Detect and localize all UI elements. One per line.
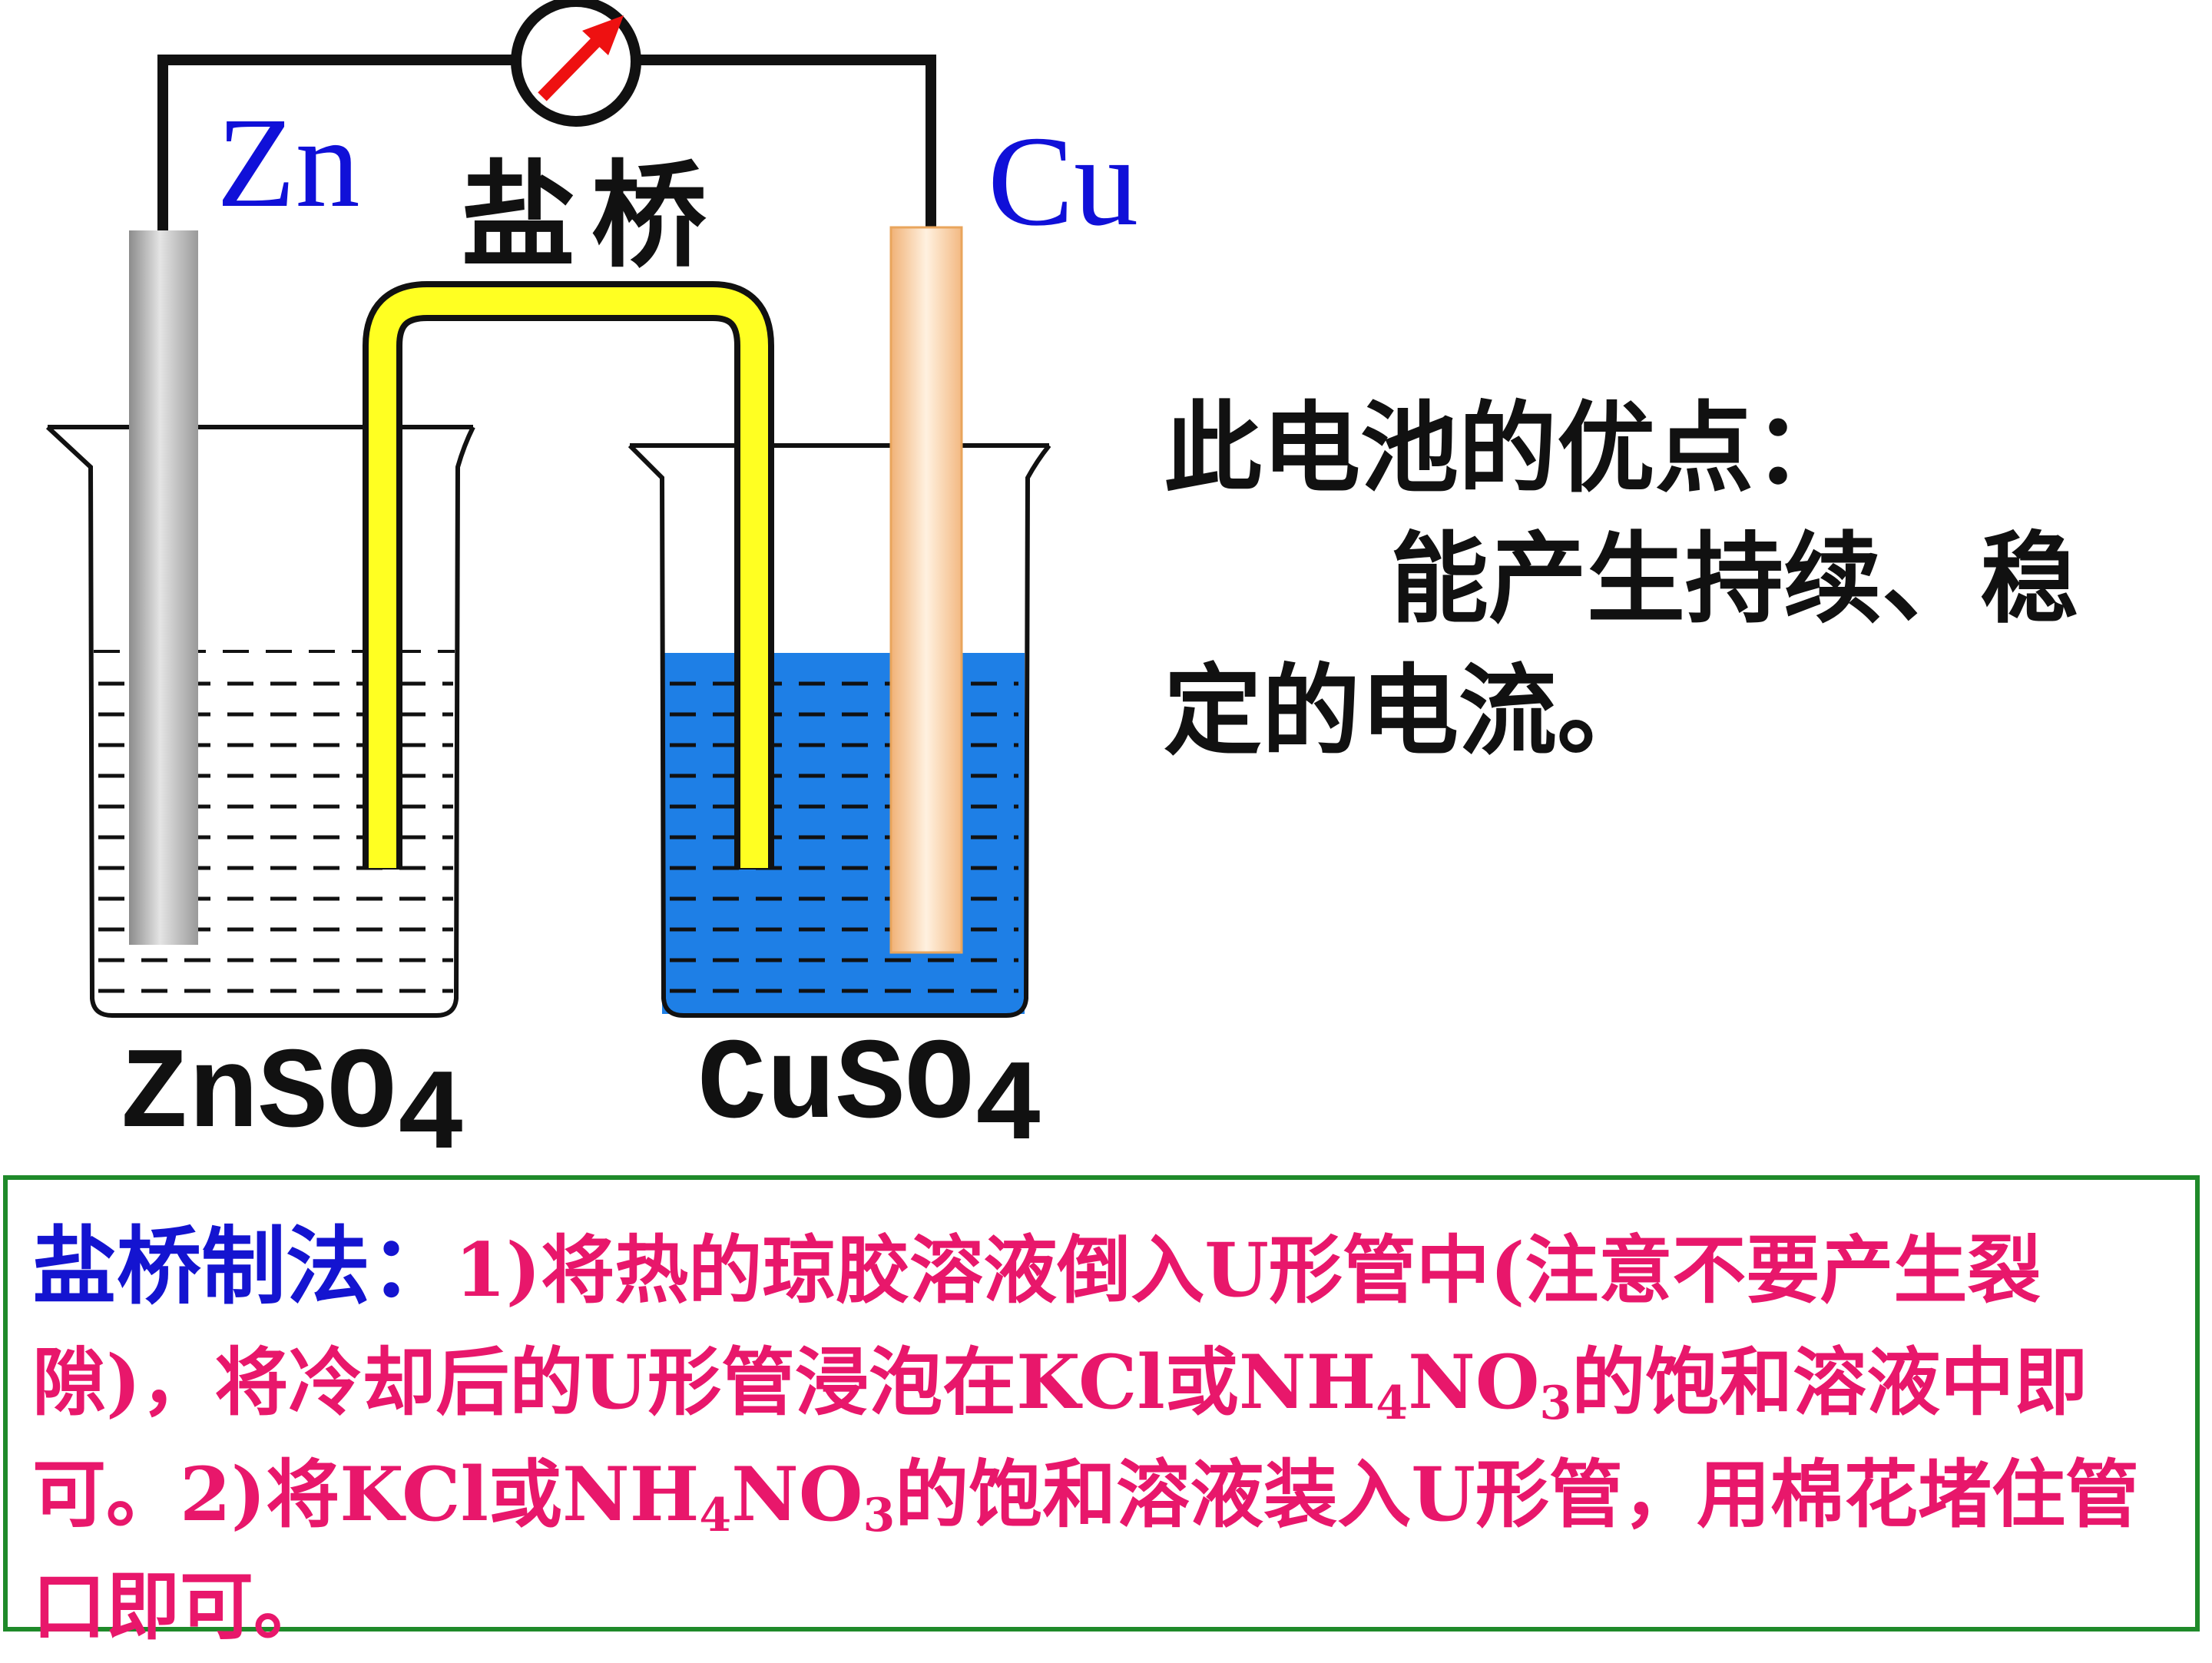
zinc-electrode (129, 230, 198, 945)
external-wire (157, 55, 936, 253)
copper-electrode-edge (889, 226, 963, 954)
salt-bridge-method-box: 盐桥制法：1)将热的琼胶溶液倒入U形管中(注意不要产生裂隙)，将冷却后的U形管浸… (3, 1175, 2200, 1650)
method-sub-1: 4 (1376, 1376, 1409, 1430)
cu-label: Cu (988, 110, 1139, 253)
left-beaker (45, 425, 475, 1018)
salt-bridge-label: 盐桥 (461, 148, 723, 283)
method-text-1: 1)将热的琼胶溶液倒入U形管中(注意不要产生裂隙)，将冷却后的U形管浸泡在KCl… (32, 1227, 2041, 1426)
cuso4-subscript: 4 (974, 1043, 1044, 1174)
advantages-title: 此电池的优点： (1164, 391, 1853, 506)
advantages-line-1: 能产生持续、稳 (1390, 522, 2079, 637)
cuso4-text: CuSO (697, 1022, 975, 1152)
advantages-line-2: 定的电流。 (1164, 654, 1656, 769)
galvanic-cell-diagram: Zn Cu 盐桥 ZnSO4 CuSO4 (45, 0, 1139, 1175)
zn-label: Zn (217, 91, 360, 234)
right-beaker (628, 443, 1051, 1018)
znso4-label: ZnSO4 (120, 1039, 465, 1175)
salt-bridge-tube (363, 281, 774, 870)
znso4-text: ZnSO (120, 1031, 397, 1161)
method-text-3: 的饱和溶液中即可。2)将KCl或NH (32, 1339, 2088, 1538)
cuso4-solution-lines (670, 681, 1018, 993)
cuso4-label: CuSO4 (697, 1029, 1043, 1166)
method-text-2: NO (1408, 1339, 1540, 1426)
method-sub-3: 4 (699, 1489, 732, 1542)
cell-drawing (45, 0, 1051, 1018)
method-heading: 盐桥制法： (32, 1217, 455, 1316)
method-sub-4: 3 (863, 1489, 896, 1542)
method-sub-2: 3 (1539, 1376, 1572, 1430)
copper-electrode (891, 227, 962, 952)
method-text-5: 的饱和溶液装入U形管，用棉花堵住管口即可。 (32, 1451, 2139, 1650)
method-text-4: NO (731, 1451, 863, 1538)
znso4-subscript: 4 (396, 1052, 466, 1183)
galvanometer-icon (511, 0, 641, 127)
